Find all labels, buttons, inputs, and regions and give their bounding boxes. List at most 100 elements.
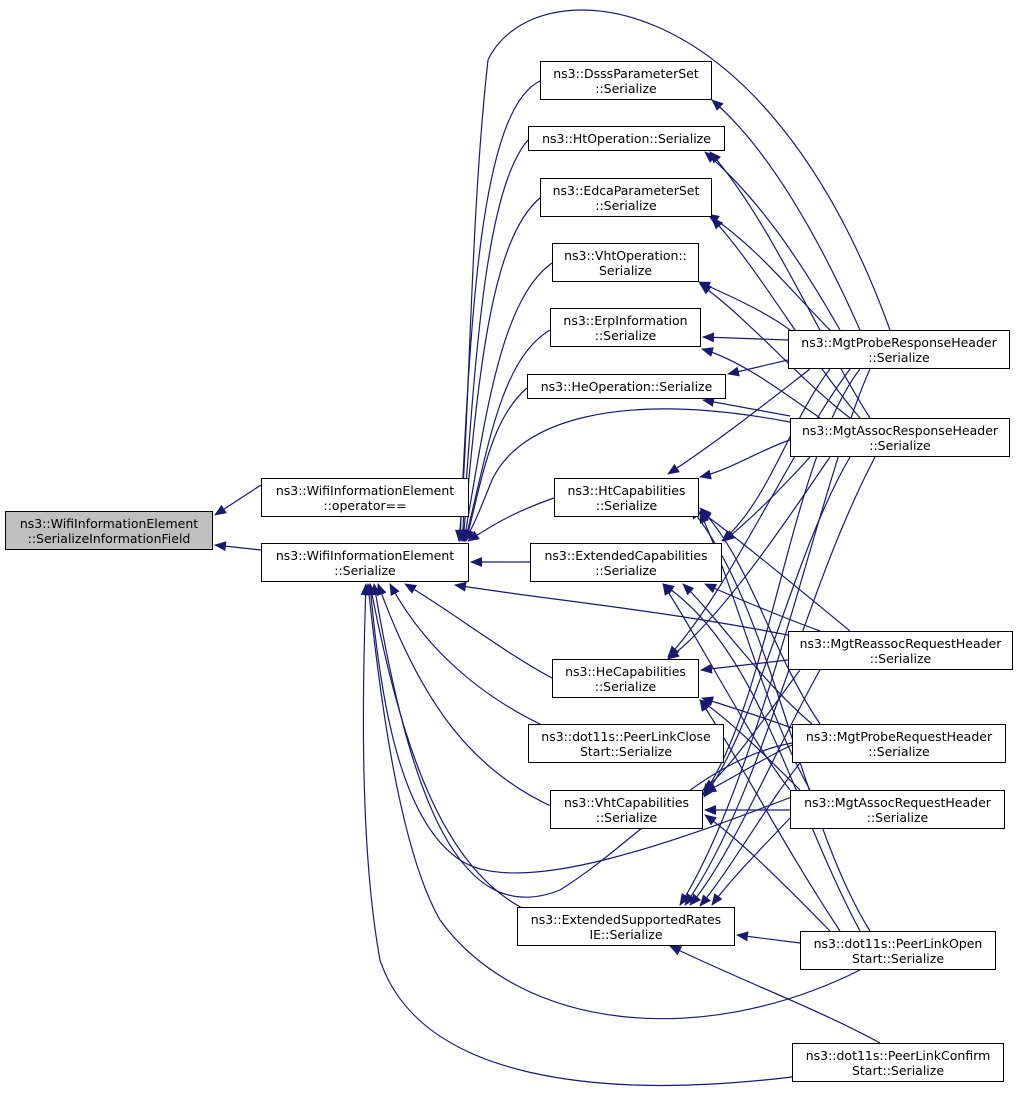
edge-wie-eq-to-root — [214, 484, 262, 516]
node-plconfirm-line-2: Start::Serialize — [851, 1062, 945, 1078]
node-plclose[interactable]: ns3::dot11s::PeerLinkClose Start::Serial… — [528, 724, 724, 763]
edge-massocresp-to-heop — [702, 397, 791, 417]
node-root-line-1: ns3::WifiInformationElement — [19, 515, 199, 531]
edge-massocresp-to-htcap — [699, 439, 791, 480]
node-mprobereq-line-1: ns3::MgtProbeRequestHeader — [805, 728, 993, 744]
edge-htcap-to-wie-ser — [467, 497, 555, 542]
edge-massocresp-to-extcap — [723, 456, 811, 542]
node-wie-eq-line-1: ns3::WifiInformationElement — [275, 482, 455, 498]
node-plclose-line-2: Start::Serialize — [579, 743, 673, 759]
node-wie-eq-line-2: ::operator== — [323, 497, 407, 513]
node-dsss-line-1: ns3::DsssParameterSet — [553, 65, 699, 81]
node-extcap[interactable]: ns3::ExtendedCapabilities ::Serialize — [530, 543, 722, 582]
node-plconfirm-line-1: ns3::dot11s::PeerLinkConfirm — [805, 1047, 991, 1063]
node-vhtop-line-1: ns3::VhtOperation:: — [564, 247, 687, 263]
node-edca[interactable]: ns3::EdcaParameterSet ::Serialize — [540, 178, 712, 217]
node-htcap[interactable]: ns3::HtCapabilities ::Serialize — [554, 478, 699, 517]
node-vhtcap[interactable]: ns3::VhtCapabilities ::Serialize — [550, 790, 703, 829]
node-mprobresp-line-1: ns3::MgtProbeResponseHeader — [801, 334, 997, 350]
node-vhtop-line-2: Serialize — [598, 262, 653, 278]
node-massocresp-line-1: ns3::MgtAssocResponseHeader — [801, 422, 999, 438]
edge-plopen-to-esr — [736, 931, 801, 944]
edge-massocreq-to-extcap — [662, 583, 791, 791]
edge-mprobereq-to-hecap — [701, 696, 793, 729]
node-vhtcap-line-1: ns3::VhtCapabilities — [563, 794, 690, 810]
edge-mreassocreq-to-htcap — [699, 510, 851, 632]
node-edca-line-2: ::Serialize — [595, 197, 657, 213]
node-hecap[interactable]: ns3::HeCapabilities ::Serialize — [552, 659, 699, 698]
node-massocreq-line-2: ::Serialize — [866, 809, 929, 825]
node-htop[interactable]: ns3::HtOperation::Serialize — [528, 126, 725, 151]
node-root: ns3::WifiInformationElement ::SerializeI… — [5, 511, 213, 550]
node-dsss-line-2: ::Serialize — [595, 80, 657, 96]
edge-mprobresp-to-wie-ser — [455, 9, 891, 542]
node-erp-line-1: ns3::ErpInformation — [563, 312, 688, 328]
edge-plclose-to-wie-ser — [389, 583, 541, 725]
edge-plconfirm-to-wie-ser — [360, 583, 793, 1086]
node-root-line-2: ::SerializeInformationField — [27, 530, 191, 546]
node-hecap-line-1: ns3::HeCapabilities — [565, 663, 686, 679]
node-mprobereq-line-2: ::Serialize — [868, 743, 930, 759]
node-plopen[interactable]: ns3::dot11s::PeerLinkOpen Start::Seriali… — [800, 931, 996, 970]
edge-mprobresp-to-heop — [727, 359, 789, 377]
edge-mreassocreq-to-hecap — [700, 659, 789, 674]
edge-mprobresp-to-edca — [707, 213, 831, 331]
node-mreassocreq[interactable]: ns3::MgtReassocRequestHeader ::Serialize — [788, 631, 1013, 670]
node-massocresp[interactable]: ns3::MgtAssocResponseHeader ::Serialize — [790, 418, 1010, 457]
edge-esr-to-wie-ser — [367, 583, 531, 913]
node-extcap-line-1: ns3::ExtendedCapabilities — [544, 547, 708, 563]
edge-massocresp-to-erp — [701, 347, 821, 419]
node-hecap-line-2: ::Serialize — [594, 678, 657, 694]
node-esr-line-1: ns3::ExtendedSupportedRates — [530, 911, 722, 927]
node-erp-line-2: ::Serialize — [594, 327, 657, 343]
edge-mprobereq-to-vhtcap — [704, 744, 793, 793]
node-heop[interactable]: ns3::HeOperation::Serialize — [527, 374, 726, 399]
edge-vhtcap-to-wie-ser — [377, 583, 556, 809]
edge-mprobresp-to-vhtcap — [702, 368, 861, 796]
edge-massocreq-to-esr — [711, 817, 791, 906]
node-vhtop[interactable]: ns3::VhtOperation:: Serialize — [552, 243, 699, 282]
edge-massocresp-to-htop — [709, 151, 871, 419]
node-mprobresp[interactable]: ns3::MgtProbeResponseHeader ::Serialize — [788, 330, 1010, 369]
node-dsss[interactable]: ns3::DsssParameterSet ::Serialize — [540, 61, 712, 100]
node-mprobresp-line-2: ::Serialize — [868, 349, 930, 365]
node-mreassocreq-line-2: ::Serialize — [869, 650, 932, 666]
edge-mreassocreq-to-vhtcap — [702, 669, 801, 791]
edge-mreassocreq-to-wie-ser — [454, 581, 789, 636]
node-wie-ser-line-2: ::Serialize — [334, 562, 396, 578]
node-massocreq[interactable]: ns3::MgtAssocRequestHeader ::Serialize — [790, 790, 1005, 829]
node-massocreq-line-1: ns3::MgtAssocRequestHeader — [804, 794, 991, 810]
edge-mprobereq-to-esr — [699, 762, 801, 907]
edge-mprobresp-to-vhtop — [698, 281, 791, 331]
edge-mprobereq-to-extcap — [682, 583, 813, 725]
node-plconfirm[interactable]: ns3::dot11s::PeerLinkConfirm Start::Seri… — [792, 1043, 1004, 1082]
edge-mprobresp-to-erp — [702, 332, 789, 343]
edge-plconfirm-to-esr — [669, 945, 881, 1044]
edge-plopen-to-wie-ser — [364, 583, 861, 1020]
edge-massocreq-to-hecap — [699, 699, 801, 791]
node-mprobereq[interactable]: ns3::MgtProbeRequestHeader ::Serialize — [792, 724, 1006, 763]
edge-plopen-to-extcap — [662, 583, 861, 932]
node-plopen-line-1: ns3::dot11s::PeerLinkOpen — [813, 935, 983, 951]
node-plopen-line-2: Start::Serialize — [851, 950, 945, 966]
node-erp[interactable]: ns3::ErpInformation ::Serialize — [550, 308, 701, 347]
node-htcap-line-2: ::Serialize — [595, 497, 658, 513]
node-htop-line-1: ns3::HtOperation::Serialize — [542, 131, 711, 146]
edge-mreassocreq-to-esr — [689, 669, 821, 906]
edge-massocresp-to-vhtcap — [703, 456, 851, 798]
node-vhtcap-line-2: ::Serialize — [595, 809, 658, 825]
node-mreassocreq-line-1: ns3::MgtReassocRequestHeader — [799, 635, 1002, 651]
node-plclose-line-1: ns3::dot11s::PeerLinkClose — [541, 728, 711, 744]
node-esr[interactable]: ns3::ExtendedSupportedRates IE::Serializ… — [517, 907, 735, 946]
edge-massocresp-to-hecap — [667, 456, 831, 660]
edge-mprobresp-to-dsss — [711, 99, 861, 331]
edge-hecap-to-wie-ser — [404, 583, 553, 679]
edge-massocresp-to-vhtop — [699, 283, 851, 419]
edge-mprobresp-to-htcap — [667, 368, 811, 475]
node-heop-line-1: ns3::HeOperation::Serialize — [540, 379, 713, 394]
node-wie-ser[interactable]: ns3::WifiInformationElement ::Serialize — [261, 543, 469, 582]
edge-erp-to-wie-ser — [462, 329, 551, 542]
node-wie-eq[interactable]: ns3::WifiInformationElement ::operator== — [261, 478, 469, 517]
edge-mprobereq-to-wie-ser — [370, 583, 793, 898]
